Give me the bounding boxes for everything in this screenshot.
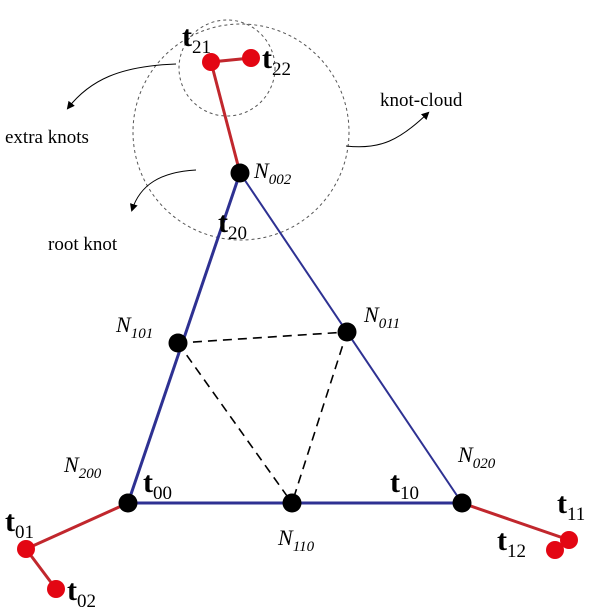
node-n020 [452,493,472,513]
knot-t12 [546,541,564,559]
annotation-root-knot: root knot [48,234,118,255]
knot-t22 [242,49,260,67]
knot-link-left [23,501,129,590]
knot-t21 [202,53,220,71]
knot-t02 [47,580,65,598]
node-n002 [230,163,250,183]
inner-dash-top [177,331,348,344]
node-n200 [118,493,138,513]
knot-cloud-outline [132,23,350,241]
label-n011: N011 [363,302,400,332]
node-n011 [337,322,357,342]
label-t00: t00 [143,466,172,504]
label-t02: t02 [67,574,96,612]
extra-knots-arrow [66,63,177,110]
extra-knots-outline [178,19,276,117]
label-n200: N200 [63,452,102,482]
label-t20: t20 [218,206,247,244]
knot-link-top [209,56,252,174]
node-n110 [282,493,302,513]
annotation-extra-knots: extra knots [5,127,89,148]
label-n002: N002 [253,158,292,188]
knot-cloud-arrow [345,111,430,148]
label-t10: t10 [390,466,419,504]
node-n101 [168,333,188,353]
annotation-knot-cloud: knot-cloud [380,90,463,111]
label-t01: t01 [5,505,34,543]
label-t21: t21 [182,20,211,58]
knot-t11 [560,531,578,549]
knot-t01 [17,540,35,558]
label-n020: N020 [457,442,496,472]
inner-dash-right [291,331,348,504]
label-t12: t12 [497,524,526,562]
root-knot-arrow [130,169,197,212]
label-n101: N101 [115,312,153,342]
label-t11: t11 [557,487,585,525]
label-t22: t22 [262,42,291,80]
label-n110: N110 [277,525,315,555]
inner-dash-left [177,342,293,504]
